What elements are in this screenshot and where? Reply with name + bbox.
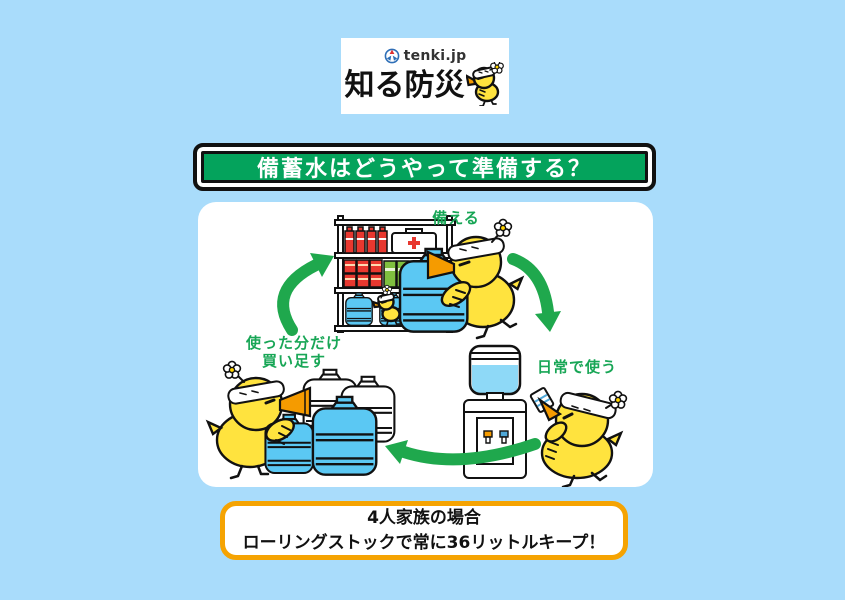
label-restock-line2: 買い足す: [262, 352, 326, 370]
series-title: 知る防災: [344, 68, 465, 103]
arrow-use-to-restock: [385, 438, 541, 466]
chick-daily-use: [529, 387, 628, 487]
replacement-jugs-and-chick: [205, 360, 396, 480]
label-restock-line1: 使った分だけ: [245, 334, 342, 352]
title-banner: 備蓄水はどうやって準備する？: [193, 143, 656, 191]
chick-mascot-icon: [465, 62, 504, 106]
cycle-diagram: 備える 日常で使う 使った分だけ 買い足す: [205, 209, 628, 487]
series-title-row: 知る防災: [344, 62, 506, 106]
cycle-diagram-card: 備える 日常で使う 使った分だけ 買い足す: [198, 202, 653, 487]
brand-card: tenki.jp 知る防災: [341, 38, 509, 114]
chick-prepare: [398, 218, 525, 340]
label-daily-use: 日常で使う: [537, 358, 617, 376]
summary-line-1: 4人家族の場合: [367, 507, 481, 528]
title-banner-text: 備蓄水はどうやって準備する？: [257, 157, 592, 182]
summary-line-2: ローリングストックで常に36リットルキープ！: [242, 532, 606, 553]
hot-tap-icon: [483, 430, 493, 444]
cold-tap-icon: [499, 430, 509, 444]
label-prepare: 備える: [432, 209, 480, 227]
water-dispenser: [463, 344, 527, 479]
arrow-restock-to-prepare: [277, 253, 334, 336]
brand-name: tenki.jp: [403, 48, 467, 64]
arrow-prepare-to-use: [507, 253, 561, 332]
red-bottles: [344, 226, 388, 254]
summary-note-card: 4人家族の場合 ローリングストックで常に36リットルキープ！: [220, 501, 628, 560]
full-jug: [311, 395, 378, 476]
brand-row: tenki.jp: [384, 48, 467, 64]
tenki-logo-icon: [384, 48, 399, 64]
